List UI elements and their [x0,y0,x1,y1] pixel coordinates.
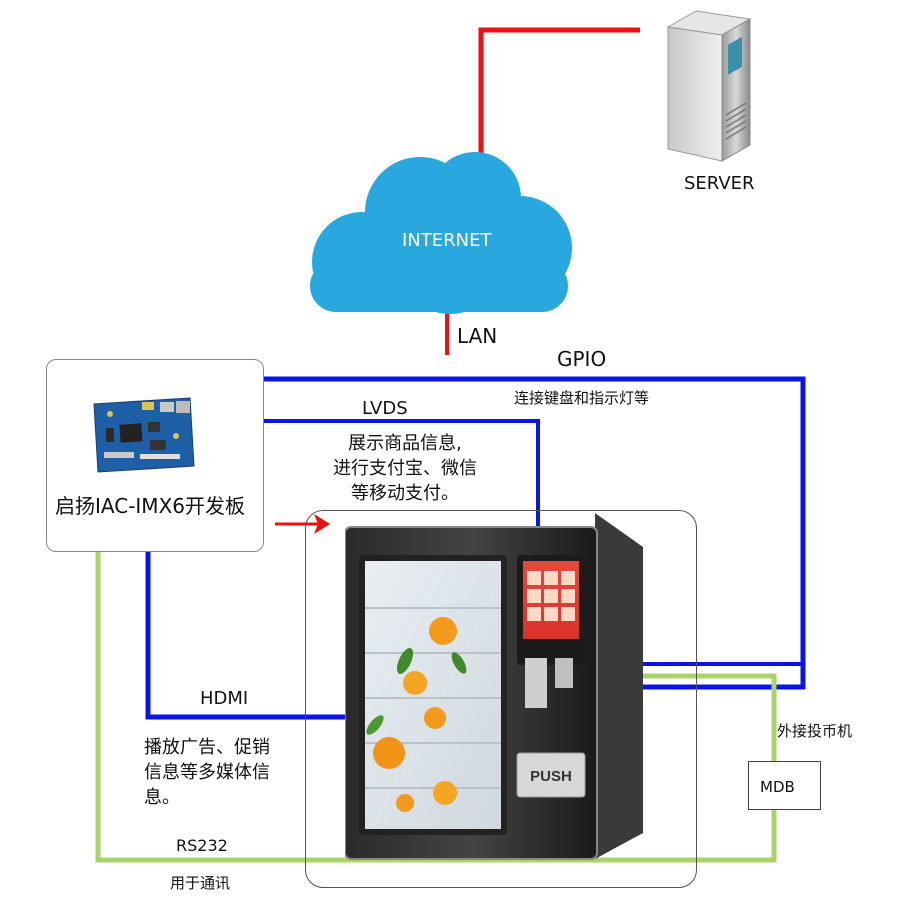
rs232-label: RS232 [176,836,228,855]
lan-label: LAN [457,324,498,348]
vending-machine-icon: PUSH [344,513,643,860]
hdmi-label: HDMI [200,688,249,709]
coin-description: 外接投币机 [777,722,853,740]
board-label: 启扬IAC-IMX6开发板 [55,494,245,518]
hdmi-line [145,535,404,720]
lvds-description: 展示商品信息, 进行支付宝、微信 等移动支付。 [333,433,477,504]
cloud-icon [300,150,578,315]
rs232-description: 用于通讯 [170,874,231,892]
lvds-label: LVDS [362,398,408,419]
vending-machine-box [305,510,697,888]
push-label: PUSH [530,768,572,785]
server-label: SERVER [684,173,755,194]
rs232-line [95,540,777,863]
internet-label: INTERNET [402,230,492,251]
server-internet-line [478,27,640,163]
gpio-description: 连接键盘和指示灯等 [514,389,650,407]
mdb-box [748,761,821,810]
server-icon [662,5,752,165]
circuit-board-icon [90,396,196,474]
gpio-label: GPIO [557,347,607,371]
mdb-label: MDB [760,778,795,796]
hdmi-description: 播放广告、促销 信息等多媒体信 息。 [144,737,270,808]
gpio-line [250,376,806,690]
